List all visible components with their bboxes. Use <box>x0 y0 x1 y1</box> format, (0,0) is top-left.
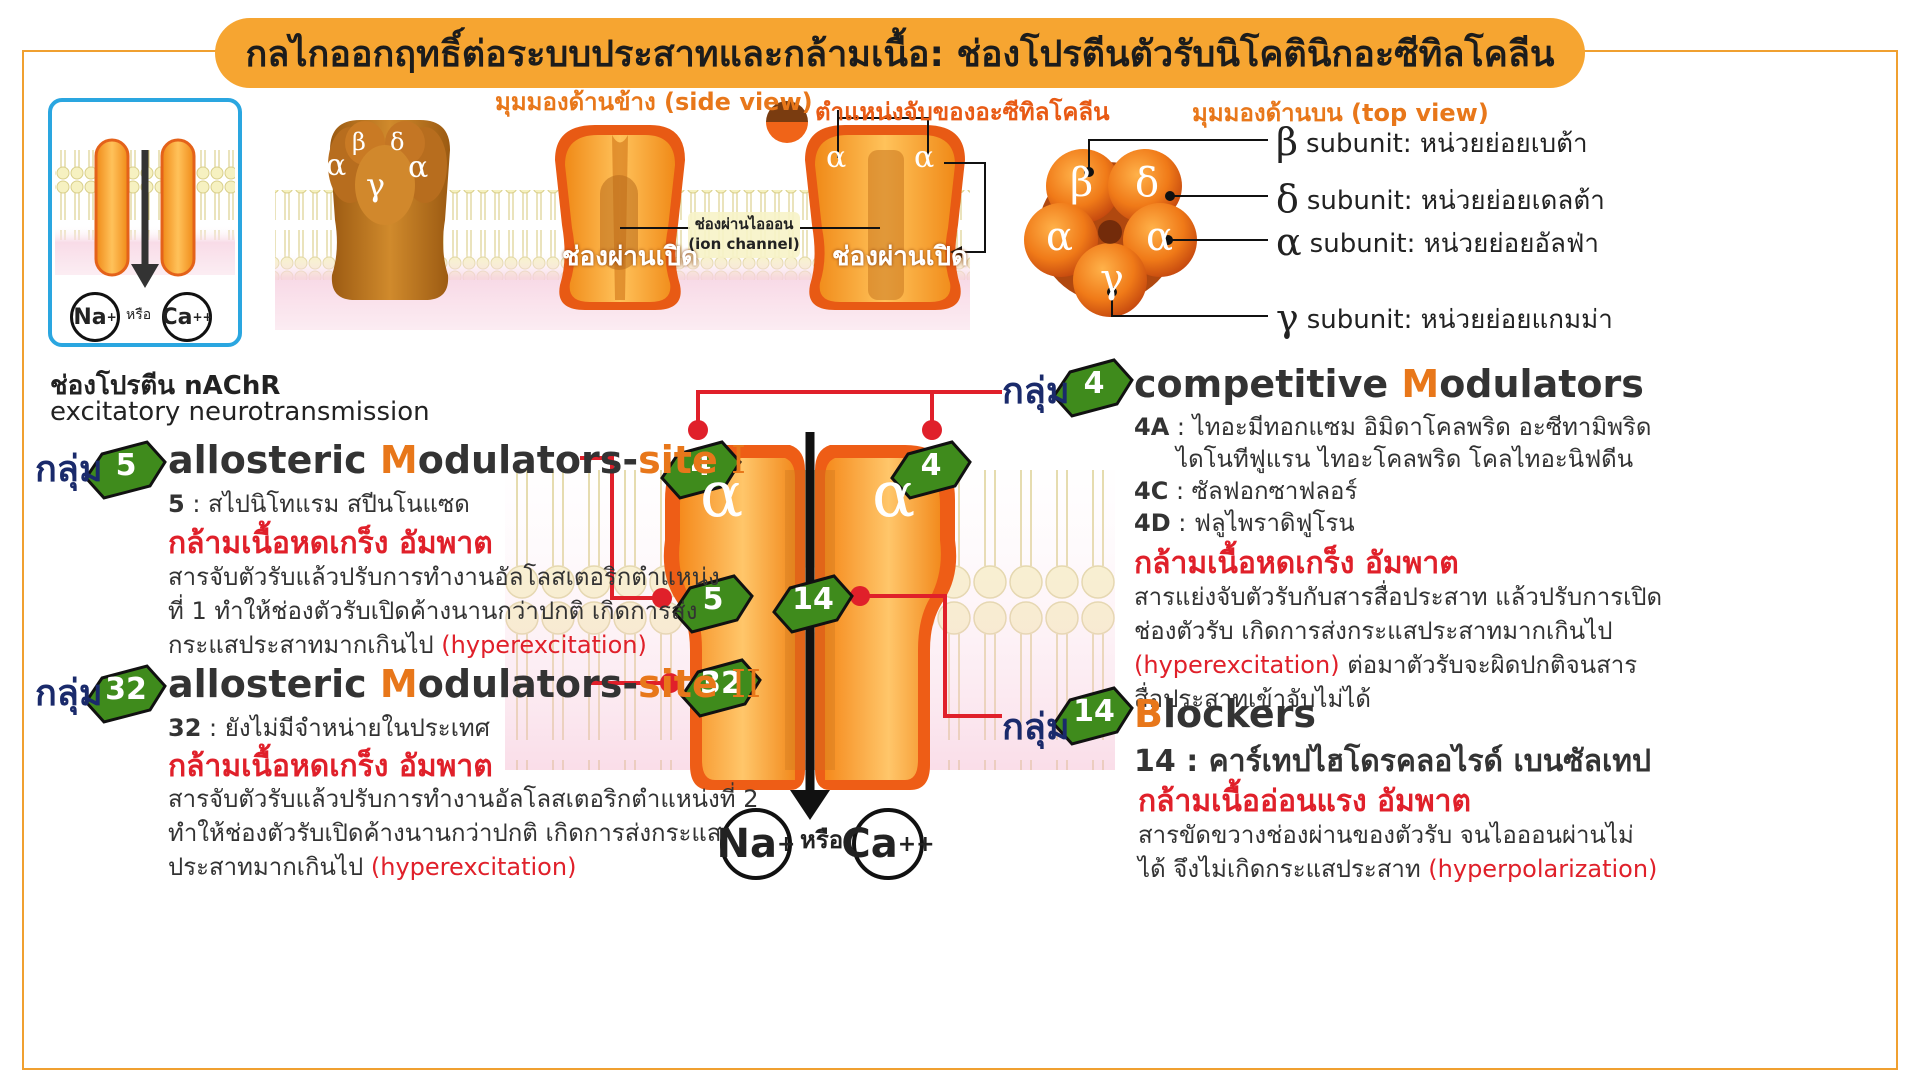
binding-site-marker <box>766 101 808 143</box>
hex-14: 14 <box>792 582 834 617</box>
side-subunit-gamma: γ <box>366 166 386 204</box>
group32-desc2: ทำให้ช่องตัวรับเปิดค้างนานกว่าปกติ เกิดก… <box>168 819 722 847</box>
group4-label: กลุ่ม <box>1002 371 1070 412</box>
top-view-receptor <box>1024 149 1197 317</box>
group14-effect: กล้ามเนื้ออ่อนแรง อัมพาต <box>1138 784 1471 819</box>
side-view-label: มุมมองด้านข้าง (side view) <box>495 88 813 116</box>
receptor-closed <box>328 120 450 300</box>
top-view-label: มุมมองด้านบน (top view) <box>1192 99 1489 127</box>
top-subunit-alpha-right: α <box>1146 214 1174 260</box>
top-subunit-alpha-left: α <box>1046 214 1074 260</box>
group32-hex: 32 <box>105 672 147 707</box>
group32-desc1: สารจับตัวรับแล้วปรับการทำงานอัลโลสเตอริก… <box>168 785 759 813</box>
channel-open-label-2: ช่องผ่านเปิด <box>832 242 968 272</box>
side-subunit-delta: δ <box>390 128 405 156</box>
side-subunit-alpha-right: α <box>408 150 429 185</box>
group5-desc2: ที่ 1 ทำให้ช่องตัวรับเปิดค้างนานกว่าปกติ… <box>168 597 698 625</box>
small-ca-ion: Ca++ <box>161 292 213 342</box>
big-na-ion: Na+ <box>717 808 795 880</box>
nachr-subtitle: excitatory neurotransmission <box>50 397 430 427</box>
group5-desc1: สารจับตัวรับแล้วปรับการทำงานอัลโลสเตอริก… <box>168 563 720 591</box>
group5-line1: 5 : สไปนิโทแรม สปีนโนแซด <box>168 490 470 518</box>
group32-desc3: ประสาทมากเกินไป (hyperexcitation) <box>168 853 577 881</box>
group4-title: competitive Modulators <box>1134 362 1644 406</box>
binding-site-lines <box>837 117 929 158</box>
big-or: หรือ <box>800 826 844 854</box>
group4-effect: กล้ามเนื้อหดเกร็ง อัมพาต <box>1134 546 1459 581</box>
receptor-open-2 <box>805 125 965 310</box>
hex-32: 32 <box>700 666 742 701</box>
group14-line1: 14 : คาร์เทปไฮโดรคลอไรด์ เบนซัลเทป <box>1134 744 1652 779</box>
open-alpha-right: α <box>914 140 935 175</box>
group4-4c: 4C : ซัลฟอกซาฟลอร์ <box>1134 477 1358 505</box>
group5-desc3: กระแสประสาทมากเกินไป (hyperexcitation) <box>168 631 647 659</box>
ion-channel-label: ช่องผ่านไอออน (ion channel) <box>688 214 800 254</box>
group32-label: กลุ่ม <box>35 673 103 714</box>
receptor-open-1 <box>555 125 685 310</box>
hex-badges <box>84 358 1134 746</box>
group5-title: allosteric Modulators-site I <box>168 438 746 482</box>
small-na-ion: Na+ <box>70 292 120 342</box>
group4-desc4: สื่อประสาทเข้าจับไม่ได้ <box>1134 685 1371 713</box>
top-subunit-beta: β <box>1070 160 1094 206</box>
ion-channel-label-en: (ion channel) <box>688 235 800 253</box>
group4-hex: 4 <box>1083 366 1105 401</box>
side-subunit-alpha-left: α <box>326 148 347 183</box>
page-title: กลไกออกฤทธิ์ต่อระบบประสาทและกล้ามเนื้อ: … <box>215 18 1585 88</box>
channel-open-label-1: ช่องผ่านเปิด <box>562 242 698 272</box>
binding-site-label: ตำแหน่งจับของอะซีทิลโคลีน <box>815 98 1110 126</box>
nachr-title: ช่องโปรตีน nAChR <box>50 371 281 401</box>
channel-alpha-left: α <box>700 458 744 532</box>
group14-hex: 14 <box>1073 694 1115 729</box>
group4-desc2: ช่องตัวรับ เกิดการส่งกระแสประสาทมากเกินไ… <box>1134 617 1613 645</box>
group4-4d: 4D : ฟลูไพราดิฟูโรน <box>1134 509 1355 537</box>
side-subunit-beta: β <box>352 128 366 156</box>
top-view-leader-lines <box>1084 139 1268 317</box>
channel-alpha-right: α <box>872 458 916 532</box>
group5-hex: 5 <box>115 448 137 483</box>
hex-4-right: 4 <box>920 448 942 483</box>
hex-4-left: 4 <box>690 448 712 483</box>
open-alpha-left: α <box>826 140 847 175</box>
channel-bracket <box>944 162 986 253</box>
group5-effect: กล้ามเนื้อหดเกร็ง อัมพาต <box>168 526 493 561</box>
nachr-inset <box>48 98 242 347</box>
top-subunit-delta: δ <box>1135 160 1160 206</box>
group14-desc2: ได้ จึงไม่เกิดกระแสประสาท (hyperpolariza… <box>1138 855 1658 883</box>
group4-desc1: สารแย่งจับตัวรับกับสารสื่อประสาท แล้วปรั… <box>1134 583 1663 611</box>
hex-5: 5 <box>702 582 724 617</box>
group4-4a-cont: ไดโนทีฟูแรน ไทอะโคลพริด โคลไทอะนิฟดีน <box>1176 445 1634 473</box>
group14-title: Blockers <box>1134 692 1317 736</box>
top-subunit-gamma: γ <box>1100 256 1124 302</box>
group32-title: allosteric Modulators-site II <box>168 662 761 706</box>
group14-label: กลุ่ม <box>1002 707 1070 748</box>
group4-desc3: (hyperexcitation) ต่อมาตัวรับจะผิดปกติจน… <box>1134 651 1638 679</box>
red-dots <box>652 420 942 693</box>
group5-label: กลุ่ม <box>35 449 103 490</box>
ion-channel-label-th: ช่องผ่านไอออน <box>694 215 794 233</box>
group14-desc1: สารขัดขวางช่องผ่านของตัวรับ จนไอออนผ่านไ… <box>1138 821 1634 849</box>
group4-4a: 4A : ไทอะมีทอกแซม อิมิดาโคลพริด อะซีทามิ… <box>1134 413 1652 441</box>
group32-effect: กล้ามเนื้อหดเกร็ง อัมพาต <box>168 749 493 784</box>
small-or: หรือ <box>126 307 152 323</box>
group32-line1: 32 : ยังไม่มีจำหน่ายในประเทศ <box>168 714 490 742</box>
big-ca-ion: Ca++ <box>841 808 935 880</box>
